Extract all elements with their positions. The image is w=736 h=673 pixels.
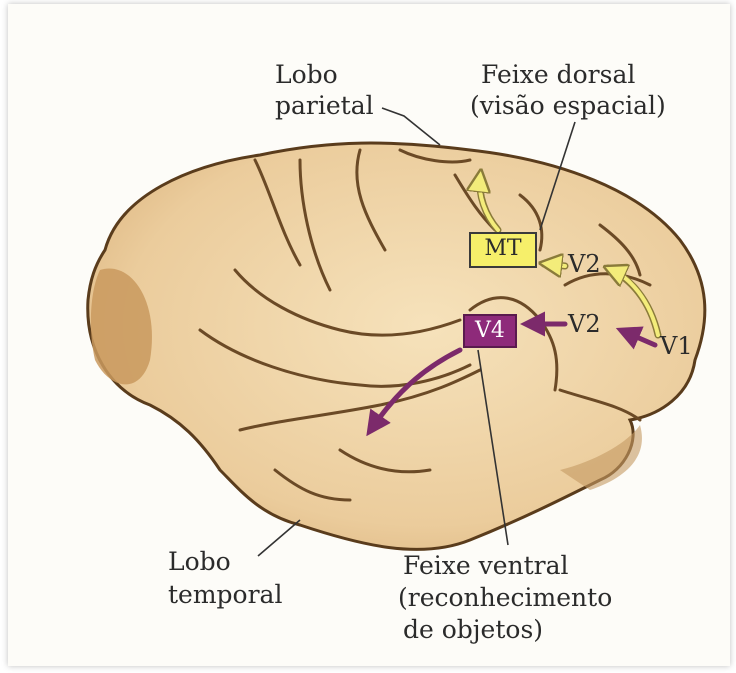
feixe-ventral-label-line1: Feixe ventral [403, 551, 569, 580]
mt-area-box: MT [469, 232, 537, 268]
brain-outline [88, 143, 705, 549]
feixe-ventral-label-line2: (reconhecimento [398, 583, 612, 612]
feixe-dorsal-label-line1: Feixe dorsal [481, 60, 635, 89]
v2-lower-label: V2 [568, 310, 601, 338]
v1-label: V1 [660, 332, 693, 360]
lobo-temporal-label-line2: temporal [168, 580, 282, 609]
lobo-parietal-label-line2: parietal [275, 91, 374, 120]
v2-upper-label: V2 [568, 250, 601, 278]
lobo-temporal-label-line1: Lobo [168, 547, 231, 576]
feixe-dorsal-label-line2: (visão espacial) [470, 91, 666, 120]
v4-area-box: V4 [463, 314, 517, 348]
feixe-ventral-label-line3: de objetos) [403, 615, 543, 644]
lobo-parietal-label-line1: Lobo [275, 60, 338, 89]
